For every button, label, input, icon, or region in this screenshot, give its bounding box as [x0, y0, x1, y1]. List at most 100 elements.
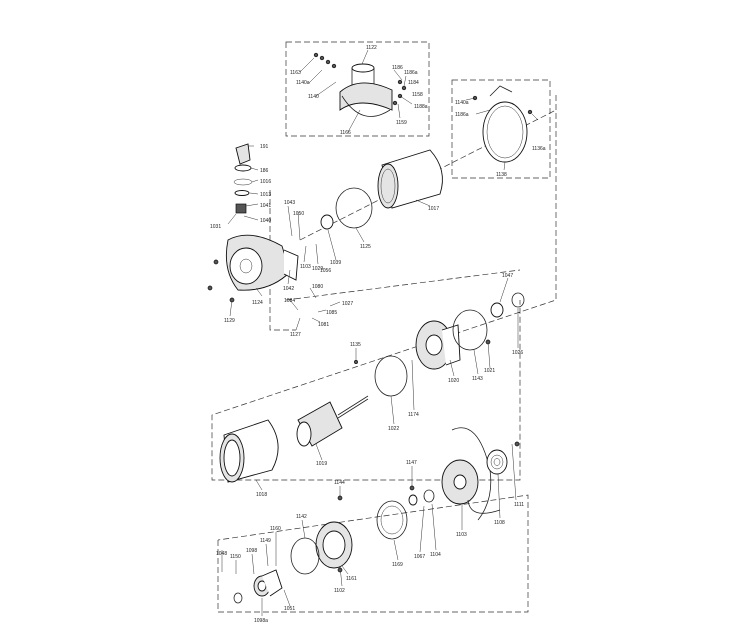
label-1016: 1016: [260, 179, 271, 185]
label-1043: 1043: [284, 200, 295, 206]
bearing-1039: [320, 214, 334, 230]
label-1150: 1150: [230, 554, 241, 560]
mechanical-seal-1098: [253, 569, 283, 597]
label-1040: 1040: [260, 218, 271, 224]
seal-ring-1067: [423, 489, 435, 503]
label-1098a: 1098a: [254, 618, 268, 624]
axis-dashed-line-1: [285, 269, 521, 301]
label-1104: 1104: [430, 552, 441, 558]
cable-entry: [233, 143, 253, 214]
label-1188a: 1188a: [414, 104, 428, 110]
ring-clamp: [472, 85, 533, 163]
label-1186a: 1186a: [404, 70, 418, 76]
label-1067: 1067: [414, 554, 425, 560]
rotor: [296, 395, 369, 447]
volute-ring-1169: [376, 500, 408, 540]
label-1026: 1026: [512, 350, 523, 356]
bearing-1047: [490, 302, 504, 318]
label-1018: 1018: [256, 492, 267, 498]
screws: [207, 259, 520, 573]
label-1122: 1122: [366, 45, 377, 51]
motor-cover: [225, 234, 299, 291]
label-1031: 1031: [210, 224, 221, 230]
impeller: [441, 427, 501, 521]
label-1047: 1047: [502, 273, 513, 279]
o-ring-1022: [374, 355, 408, 397]
o-ring-1143: [452, 309, 488, 351]
circlip-1026: [511, 292, 525, 308]
label-1169: 1169: [392, 562, 403, 568]
label-1144: 1144: [334, 480, 345, 486]
label-1098: 1098: [246, 548, 257, 554]
clamp-group-box: [285, 41, 430, 137]
seal-housing-1160: [315, 521, 353, 569]
wear-ring-1108: [486, 449, 508, 475]
label-1174: 1174: [408, 412, 419, 418]
label-1127: 1127: [290, 332, 301, 338]
label-1142: 1142: [296, 514, 307, 520]
label-1140a: 1140a: [296, 80, 310, 86]
label-1143: 1143: [472, 376, 483, 382]
label-1135: 1135: [350, 342, 361, 348]
o-ring-1142: [290, 537, 320, 575]
label-1039: 1039: [330, 260, 341, 266]
label-1160: 1160: [270, 526, 281, 532]
label-1017: 1017: [428, 206, 439, 212]
label-1103-b: 1103: [456, 532, 467, 538]
label-1147: 1147: [406, 460, 417, 466]
label-1140: 1140: [308, 94, 319, 100]
label-1029: 1029: [312, 266, 323, 272]
label-1124: 1124: [252, 300, 263, 306]
label-1020: 1020: [448, 378, 459, 384]
label-1019: 1019: [316, 461, 327, 467]
label-191: 191: [260, 144, 269, 150]
leader-lines: [221, 49, 539, 616]
label-1041: 1041: [260, 203, 271, 209]
ring-clamp-group-box: [451, 79, 551, 179]
label-1125: 1125: [360, 244, 371, 250]
label-1163: 1163: [290, 70, 301, 76]
label-1080: 1080: [312, 284, 323, 290]
label-1136a: 1136a: [532, 146, 546, 152]
label-1085: 1085: [326, 310, 337, 316]
label-1102: 1102: [334, 588, 345, 594]
label-1159: 1159: [396, 120, 407, 126]
callout-labels: 1122 1163 1140a 1140 1186 1186a 1184 115…: [210, 45, 546, 624]
label-1013: 1013: [260, 192, 271, 198]
label-1050: 1050: [293, 211, 304, 217]
label-1140a-b: 1140a: [455, 100, 469, 106]
label-1108: 1108: [494, 520, 505, 526]
label-186: 186: [260, 168, 269, 174]
label-1149: 1149: [260, 538, 271, 544]
circlip-1051: [233, 592, 243, 604]
stator-housing: [219, 419, 279, 483]
seal-plate: [415, 320, 461, 370]
bushing-1104: [408, 494, 418, 506]
label-1051: 1051: [284, 606, 295, 612]
label-1103: 1103: [300, 264, 311, 270]
label-1138: 1138: [496, 172, 507, 178]
label-1129: 1129: [224, 318, 235, 324]
label-1056: 1056: [320, 268, 331, 274]
pipe-clamp-assembly: [313, 52, 407, 117]
cable-group-line: [269, 190, 296, 331]
hydraulic-assembly-dashed-line: [217, 494, 529, 613]
label-1161: 1161: [346, 576, 357, 582]
label-1084: 1084: [284, 298, 295, 304]
label-1048: 1048: [216, 551, 227, 557]
label-1158: 1158: [412, 92, 423, 98]
label-1186: 1186: [392, 65, 403, 71]
label-1081: 1081: [318, 322, 329, 328]
label-1027: 1027: [342, 301, 353, 307]
label-1186a-b: 1186a: [455, 112, 469, 118]
label-1022: 1022: [388, 426, 399, 432]
o-ring-1125: [335, 187, 373, 229]
label-1111: 1111: [514, 502, 524, 508]
label-1184: 1184: [408, 80, 419, 86]
label-1166: 1166: [340, 130, 351, 136]
stator-housing-top: [377, 149, 443, 209]
label-1021: 1021: [484, 368, 495, 374]
label-1042: 1042: [283, 286, 294, 292]
